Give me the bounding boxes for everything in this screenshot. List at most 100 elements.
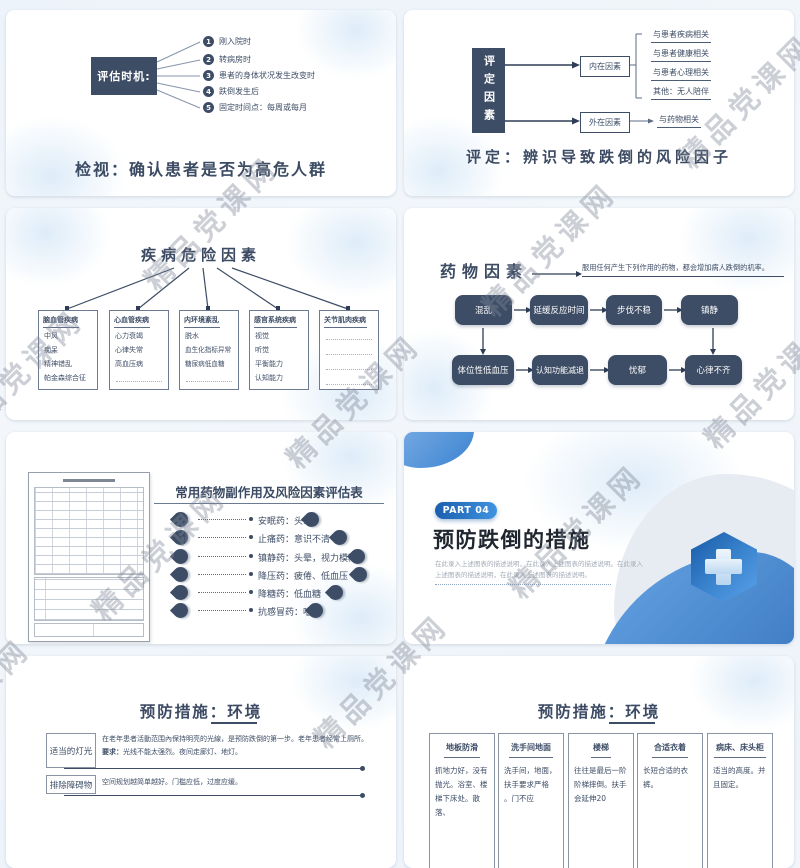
env-card: 病床、床头柜 适当的高度。并且固定。 bbox=[707, 733, 773, 868]
internal-factor-item: 其他：无人陪伴 bbox=[651, 86, 711, 100]
number-badge: 2 bbox=[203, 54, 214, 65]
side-effect-item: 止痛药：意识不清 bbox=[258, 535, 331, 545]
card-title: 楼梯 bbox=[591, 742, 611, 758]
group-title: 心血管疾病 bbox=[114, 315, 150, 328]
env-row-text: 在老年患者活動范围內保持明亮的光線，是预防跌倒的第一步。老年患者经常上厕所。 要… bbox=[102, 735, 368, 757]
dotted-connector bbox=[198, 592, 246, 593]
slide-prevention-environment-2: 预防措施：环境 地板防滑 抓地力好，没有抛光。浴室、楼梯下床处。散落、 洗手间地… bbox=[404, 656, 794, 868]
row-rule bbox=[64, 768, 362, 769]
dotted-divider bbox=[435, 584, 611, 585]
bullet-dot bbox=[249, 572, 253, 576]
effect-box: 心律不齐 bbox=[685, 355, 742, 385]
internal-factor-item: 与患者心理相关 bbox=[651, 67, 711, 81]
effect-box: 延缓反应时间 bbox=[530, 295, 588, 325]
effect-box: 镇静 bbox=[681, 295, 738, 325]
env-row-text: 空间规划越简单越好。门槛应低，过度应缓。 bbox=[102, 778, 242, 786]
factor-connector-lines bbox=[505, 33, 654, 125]
disease-group-card: 内环境紊乱 脱水 血生化指标异常 糖尿病低血糖 bbox=[179, 310, 239, 390]
form-title-line bbox=[62, 479, 116, 482]
bullet-dot bbox=[249, 590, 253, 594]
teardrop-icon bbox=[169, 563, 192, 586]
number-badge: 1 bbox=[203, 36, 214, 47]
env-card: 洗手间地面 洗手间，地面，扶手要求严格 。门不应 bbox=[498, 733, 564, 868]
timing-item: 3 患者的身体状况发生改变时 bbox=[203, 70, 315, 81]
slide-assessment-timing: 评估时机: 1 刚入院时 2 转病房时 3 患者的身体状况发生改变时 4 跌倒发… bbox=[6, 10, 396, 196]
drug-note: 服用任何产生下列作用的药物，都会增加病人跌倒的机率。 bbox=[582, 263, 784, 277]
internal-factor-item: 与患者健康相关 bbox=[651, 48, 711, 62]
factors-header-box: 评定因素 bbox=[472, 48, 505, 133]
decor-corner-shape bbox=[404, 432, 474, 468]
slide-assessment-factors: 评定因素 内在因素 外在因素 与患者疾病相关 与患者健康相关 与患者心理相关 其… bbox=[404, 10, 794, 196]
dotted-connector bbox=[198, 574, 246, 575]
form-grid bbox=[34, 487, 144, 575]
row-rule bbox=[64, 795, 362, 796]
card-title: 合适衣着 bbox=[652, 742, 688, 758]
title-underline bbox=[211, 722, 257, 724]
timing-header-box: 评估时机: bbox=[91, 57, 157, 95]
teardrop-icon bbox=[169, 581, 192, 604]
teardrop-icon bbox=[324, 581, 347, 604]
effect-box: 体位性低血压 bbox=[452, 355, 514, 385]
placeholder-dotted-line bbox=[326, 340, 372, 355]
effect-box: 认知功能减退 bbox=[532, 355, 588, 385]
teardrop-icon bbox=[169, 545, 192, 568]
effect-box: 混乱 bbox=[455, 295, 512, 325]
slide-title: 疾病危险因素 bbox=[140, 246, 261, 264]
internal-factor-item: 与患者疾病相关 bbox=[651, 29, 711, 43]
bullet-dot bbox=[249, 517, 253, 521]
form-grid bbox=[34, 577, 144, 621]
disease-group-card: 感官系统疾病 视觉 听觉 平衡能力 认知能力 bbox=[249, 310, 309, 390]
rule-end-dot bbox=[360, 793, 365, 798]
timing-item: 1 刚入院时 bbox=[203, 36, 251, 47]
dotted-connector bbox=[198, 519, 246, 520]
group-title: 感官系统疾病 bbox=[254, 315, 297, 328]
teardrop-icon bbox=[169, 526, 192, 549]
card-title: 地板防滑 bbox=[444, 742, 480, 758]
disease-group-card: 关节肌肉疾病 bbox=[319, 310, 379, 390]
slide-caption: 评定：辨识导致跌倒的风险因子 bbox=[465, 148, 732, 166]
slide-part04-cover: PART 04 预防跌倒的措施 在此录入上述图表的描述说明，在此录入上述图表的描… bbox=[404, 432, 794, 644]
timing-item: 4 跌倒发生后 bbox=[203, 86, 259, 97]
rule-end-dot bbox=[360, 766, 365, 771]
external-factor-box: 外在因素 bbox=[580, 112, 630, 133]
external-factor-item: 与药物相关 bbox=[657, 114, 701, 128]
teardrop-icon bbox=[169, 508, 192, 531]
slide-disease-risk-factors: 疾病危险因素 脑血管疾病 中风 痴呆 精神错乱 帕金森综合征 心血管疾病 心力衰… bbox=[6, 208, 396, 420]
title-underline bbox=[154, 503, 384, 504]
group-title: 脑血管疾病 bbox=[43, 315, 79, 328]
slide-title: 药物因素 bbox=[440, 262, 529, 281]
slide-drug-side-effects: 常用药物副作用及风险因素评估表 安眠药：头晕 止痛药：意识不清 镇静药：头晕，视… bbox=[6, 432, 396, 644]
card-title: 病床、床头柜 bbox=[714, 742, 766, 758]
env-card: 合适衣着 长短合适的衣裤。 bbox=[637, 733, 703, 868]
slide-title: 预防措施：环境 bbox=[139, 703, 263, 721]
side-effect-item: 镇静药：头晕，视力模糊 bbox=[258, 554, 358, 564]
placeholder-dotted-line bbox=[326, 355, 372, 370]
side-effect-item: 降压药：疲倦、低血压 bbox=[258, 572, 349, 582]
side-effect-item: 降糖药：低血糖 bbox=[258, 590, 322, 600]
dotted-connector bbox=[198, 610, 246, 611]
card-title: 洗手间地面 bbox=[509, 742, 553, 758]
slide-title: 预防措施：环境 bbox=[537, 703, 661, 721]
slide-title: 常用药物副作用及风险因素评估表 bbox=[175, 485, 363, 500]
bullet-dot bbox=[249, 608, 253, 612]
placeholder-dotted-line bbox=[326, 370, 372, 385]
teardrop-icon bbox=[328, 526, 351, 549]
slide-caption: 检视：确认患者是否为高危人群 bbox=[74, 160, 327, 179]
dotted-connector bbox=[198, 537, 246, 538]
env-label-box: 排除障碍物 bbox=[46, 775, 96, 794]
number-badge: 3 bbox=[203, 70, 214, 81]
side-effect-item: 安眠药：头晕 bbox=[258, 517, 313, 527]
teardrop-icon bbox=[169, 599, 192, 622]
timing-item: 5 固定时间点：每周或每月 bbox=[203, 102, 307, 113]
disease-group-card: 脑血管疾病 中风 痴呆 精神错乱 帕金森综合征 bbox=[38, 310, 98, 390]
internal-factor-box: 内在因素 bbox=[580, 56, 630, 77]
teardrop-icon bbox=[348, 563, 371, 586]
number-badge: 4 bbox=[203, 86, 214, 97]
group-title: 内环境紊乱 bbox=[184, 315, 220, 328]
disease-group-card: 心血管疾病 心力衰竭 心律失常 高血压病 bbox=[109, 310, 169, 390]
section-description: 在此录入上述图表的描述说明，在此录入上述图表的描述说明。在此录入上述图表的描述说… bbox=[435, 560, 643, 580]
env-card: 地板防滑 抓地力好，没有抛光。浴室、楼梯下床处。散落、 bbox=[429, 733, 495, 868]
slide-drug-factors: 药物因素 服用任何产生下列作用的药物，都会增加病人跌倒的机率。 混乱 延缓反应时… bbox=[404, 208, 794, 420]
bullet-dot bbox=[249, 554, 253, 558]
medical-cross-icon bbox=[705, 559, 742, 574]
